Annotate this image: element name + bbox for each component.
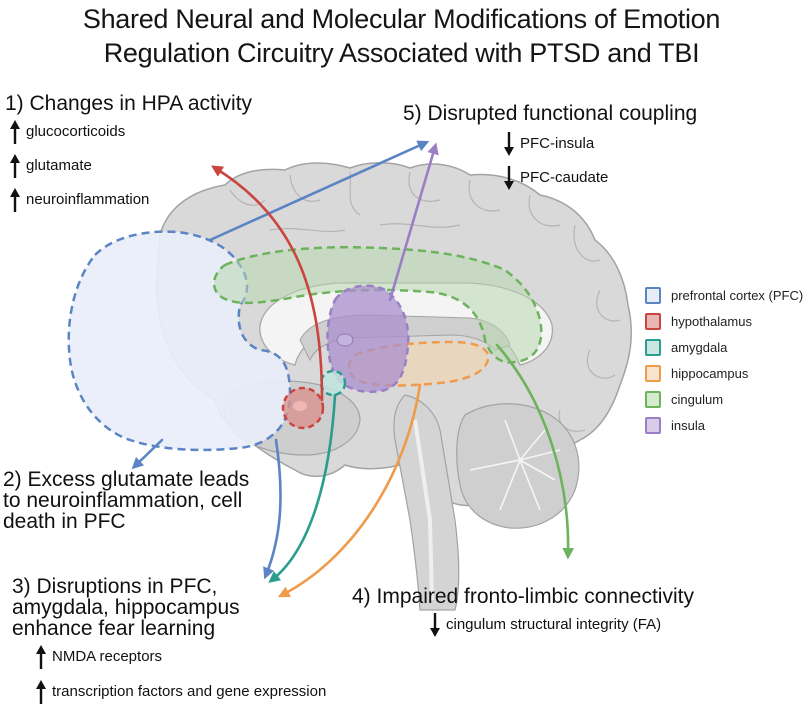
section-4-item: cingulum structural integrity (FA): [430, 613, 661, 637]
arrow-hypothalamus-to-s1: [211, 165, 324, 402]
legend-label: hippocampus: [671, 365, 749, 381]
item-label: transcription factors and gene expressio…: [52, 683, 327, 700]
region-amygdala: [319, 369, 347, 397]
region-insula: [326, 284, 410, 394]
arrow-down-icon: [504, 166, 514, 190]
legend: prefrontal cortex (PFC) hypothalamus amy…: [645, 282, 803, 438]
section-2-line: death in PFC: [3, 510, 126, 533]
section-1-heading: 1) Changes in HPA activity: [5, 92, 253, 115]
section-3-item: NMDA receptors: [36, 645, 162, 669]
item-label: neuroinflammation: [26, 191, 150, 208]
arrow-pfc-to-s3: [263, 438, 282, 580]
legend-label: insula: [671, 417, 705, 433]
section-5-heading: 5) Disrupted functional coupling: [403, 102, 698, 125]
legend-swatch: [645, 364, 661, 382]
section-2-text: 2) Excess glutamate leads to neuroinflam…: [3, 469, 249, 532]
figure-title: Shared Neural and Molecular Modification…: [0, 2, 803, 70]
legend-item-amygdala: amygdala: [645, 334, 803, 360]
item-label: glucocorticoids: [26, 123, 126, 140]
legend-swatch: [645, 338, 661, 356]
legend-item-hippocampus: hippocampus: [645, 360, 803, 386]
arrow-up-icon: [10, 154, 20, 178]
section-3-line: enhance fear learning: [12, 617, 216, 640]
section-5-item: PFC-insula: [504, 132, 594, 156]
title-line-2: Regulation Circuitry Associated with PTS…: [103, 38, 700, 68]
legend-item-pfc: prefrontal cortex (PFC): [645, 282, 803, 308]
item-label: PFC-caudate: [520, 169, 609, 186]
arrow-up-icon: [10, 120, 20, 144]
arrow-down-icon: [504, 132, 514, 156]
arrow-hippocampus-to-s3: [277, 383, 422, 598]
legend-item-hypothalamus: hypothalamus: [645, 308, 803, 334]
title-line-1: Shared Neural and Molecular Modification…: [82, 4, 721, 34]
gyri: [229, 171, 621, 432]
arrow-amygdala-to-s3: [268, 393, 337, 583]
item-label: glutamate: [26, 157, 92, 174]
legend-swatch: [645, 416, 661, 434]
arrow-up-icon: [36, 645, 46, 669]
arrow-insula-to-s5: [388, 142, 439, 302]
item-label: PFC-insula: [520, 135, 595, 152]
section-1-item: glucocorticoids: [10, 120, 125, 144]
arrow-cingulum-to-s4: [495, 343, 575, 560]
connector-arrows: [131, 140, 575, 598]
legend-label: prefrontal cortex (PFC): [671, 287, 803, 303]
arrow-up-icon: [10, 188, 20, 212]
section-2-line: 2) Excess glutamate leads: [3, 468, 250, 491]
arrow-down-icon: [430, 613, 440, 637]
legend-item-cingulum: cingulum: [645, 386, 803, 412]
section-5-item: PFC-caudate: [504, 166, 608, 190]
region-cingulum: [212, 245, 543, 364]
item-label: cingulum structural integrity (FA): [446, 616, 662, 633]
arrow-pfc-to-s2: [131, 438, 164, 470]
section-1-item: glutamate: [10, 154, 92, 178]
section-2-line: to neuroinflammation, cell: [3, 489, 243, 512]
section-3-text: 3) Disruptions in PFC, amygdala, hippoca…: [12, 576, 240, 639]
section-3-item: transcription factors and gene expressio…: [36, 680, 326, 704]
legend-label: cingulum: [671, 391, 724, 407]
legend-swatch: [645, 390, 661, 408]
arrow-up-icon: [36, 680, 46, 704]
legend-label: hypothalamus: [671, 313, 752, 329]
item-label: NMDA receptors: [52, 648, 163, 665]
arrow-pfc-to-s5: [208, 140, 430, 242]
legend-item-insula: insula: [645, 412, 803, 438]
section-4-heading: 4) Impaired fronto-limbic connectivity: [352, 585, 694, 608]
section-3-line: 3) Disruptions in PFC,: [12, 575, 218, 598]
section-1-item: neuroinflammation: [10, 188, 149, 212]
section-3-line: amygdala, hippocampus: [12, 596, 240, 619]
legend-swatch: [645, 286, 661, 304]
region-overlays: [67, 230, 543, 452]
legend-swatch: [645, 312, 661, 330]
legend-label: amygdala: [671, 339, 728, 355]
